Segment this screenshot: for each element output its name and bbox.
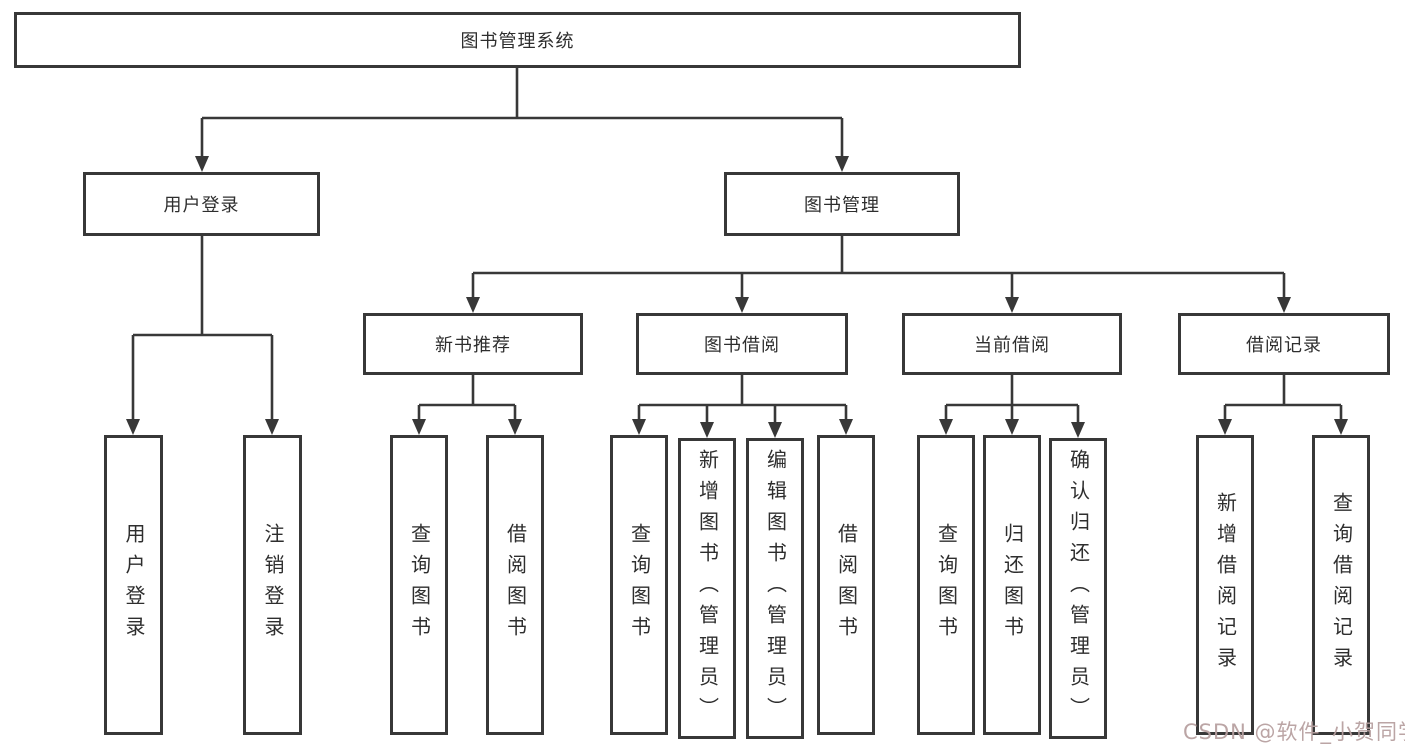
arrowhead-icon [939, 419, 953, 435]
arrowhead-icon [126, 419, 140, 435]
node-label: 图书借阅 [704, 335, 780, 356]
node-label: 借阅记录 [1246, 335, 1322, 356]
arrowhead-icon [768, 422, 782, 438]
leaf-query-book-2: 查询图书 [610, 435, 668, 735]
arrowhead-icon [412, 419, 426, 435]
arrowhead-icon [835, 156, 849, 172]
leaf-borrow-book-1: 借阅图书 [486, 435, 544, 735]
arrowhead-icon [1334, 419, 1348, 435]
leaf-return-book: 归还图书 [983, 435, 1041, 735]
node-label: 用户登录 [122, 523, 146, 647]
node-label: 新增借阅记录 [1213, 492, 1238, 678]
leaf-user-login: 用户登录 [104, 435, 163, 735]
node-label: 借阅图书 [503, 523, 528, 647]
connector-current-borrow-children [939, 375, 1085, 438]
node-label: 确认归还（管理员） [1066, 449, 1091, 728]
node-current-borrow: 当前借阅 [902, 313, 1122, 375]
node-label: 编辑图书（管理员） [763, 449, 788, 728]
connector-book-borrow-children [632, 375, 853, 438]
arrowhead-icon [1005, 419, 1019, 435]
arrowhead-icon [839, 419, 853, 435]
node-label: 归还图书 [1000, 523, 1025, 647]
leaf-query-borrow-record: 查询借阅记录 [1312, 435, 1370, 735]
connector-borrow-record-children [1218, 375, 1348, 435]
node-new-book-recommend: 新书推荐 [363, 313, 583, 375]
node-library-management-system: 图书管理系统 [14, 12, 1021, 68]
node-label: 注销登录 [261, 523, 285, 647]
leaf-logout: 注销登录 [243, 435, 302, 735]
arrowhead-icon [508, 419, 522, 435]
node-label: 当前借阅 [974, 335, 1050, 356]
node-label: 查询图书 [627, 523, 652, 647]
arrowhead-icon [735, 297, 749, 313]
leaf-edit-book-admin: 编辑图书（管理员） [746, 438, 804, 739]
leaf-query-book-1: 查询图书 [390, 435, 448, 735]
connector-new-book-rec-children [412, 375, 522, 435]
arrowhead-icon [1071, 422, 1085, 438]
arrowhead-icon [700, 422, 714, 438]
leaf-query-book-3: 查询图书 [917, 435, 975, 735]
node-label: 用户登录 [163, 195, 240, 216]
leaf-confirm-return-admin: 确认归还（管理员） [1049, 438, 1107, 739]
leaf-add-borrow-record: 新增借阅记录 [1196, 435, 1254, 735]
node-label: 查询图书 [407, 523, 432, 647]
node-label: 新增图书（管理员） [695, 449, 720, 728]
arrowhead-icon [632, 419, 646, 435]
node-user-login: 用户登录 [83, 172, 320, 236]
arrowhead-icon [1218, 419, 1232, 435]
node-label: 查询图书 [934, 523, 959, 647]
connector-book-mgmt-children [466, 236, 1291, 313]
arrowhead-icon [1005, 297, 1019, 313]
node-book-management: 图书管理 [724, 172, 960, 236]
leaf-add-book-admin: 新增图书（管理员） [678, 438, 736, 739]
arrowhead-icon [1277, 297, 1291, 313]
node-label: 图书管理系统 [460, 31, 575, 52]
node-borrow-record: 借阅记录 [1178, 313, 1390, 375]
node-label: 查询借阅记录 [1329, 492, 1354, 678]
node-label: 新书推荐 [435, 335, 511, 356]
arrowhead-icon [265, 419, 279, 435]
csdn-watermark: CSDN @软件_小贺同学 [1183, 720, 1405, 744]
connector-user-login-children [126, 236, 279, 435]
leaf-borrow-book-2: 借阅图书 [817, 435, 875, 735]
arrowhead-icon [466, 297, 480, 313]
node-label: 借阅图书 [834, 523, 859, 647]
node-label: 图书管理 [804, 195, 880, 216]
node-book-borrow: 图书借阅 [636, 313, 848, 375]
connector-root-to-level1 [195, 68, 849, 172]
arrowhead-icon [195, 156, 209, 172]
